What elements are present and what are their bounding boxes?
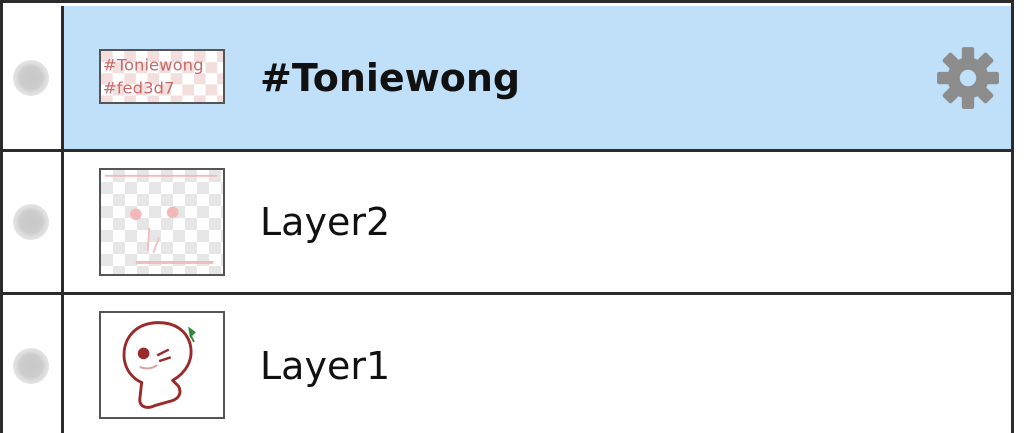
layer-row-layer2[interactable]: Layer2: [3, 152, 1011, 295]
layer2-preview: [104, 174, 218, 264]
character-sketch-preview: [101, 313, 223, 417]
layer-thumbnail: [99, 168, 225, 276]
visibility-toggle-icon[interactable]: [13, 204, 49, 240]
visibility-toggle-icon[interactable]: [13, 347, 49, 384]
gear-icon[interactable]: [935, 45, 1001, 111]
thumbnail-text-line-1: #Toniewong: [103, 56, 204, 75]
visibility-cell[interactable]: [3, 152, 64, 292]
thumbnail-text-line-2: #fed3d7: [103, 79, 175, 98]
layer-thumbnail: #Toniewong #fed3d7: [99, 49, 225, 104]
layer-thumbnail: [99, 311, 225, 419]
layer-name-label[interactable]: Layer1: [260, 343, 391, 388]
layer-content[interactable]: #Toniewong #fed3d7 #Toniewong: [64, 6, 1011, 149]
layer-name-label[interactable]: Layer2: [260, 200, 391, 244]
visibility-cell[interactable]: [3, 6, 64, 149]
layer-name-label[interactable]: #Toniewong: [260, 55, 521, 100]
layer-content[interactable]: Layer2: [64, 152, 1011, 292]
text-layer-preview: #Toniewong #fed3d7: [101, 51, 223, 102]
visibility-toggle-icon[interactable]: [13, 59, 49, 96]
visibility-cell[interactable]: [3, 295, 64, 433]
layer-row-layer1[interactable]: Layer1: [3, 295, 1011, 433]
layer-content[interactable]: Layer1: [64, 295, 1011, 433]
layer-row-toniewong[interactable]: #Toniewong #fed3d7 #Toniewong: [3, 6, 1011, 152]
